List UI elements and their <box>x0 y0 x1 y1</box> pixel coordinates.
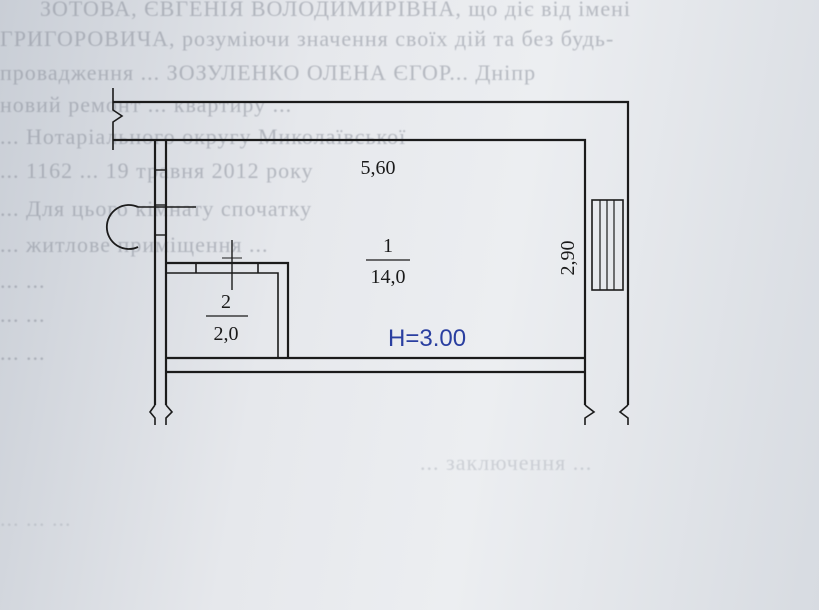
bg-text-line: ... ... <box>0 302 46 327</box>
wall-break-symbol <box>584 404 596 425</box>
room-2-walls <box>166 261 290 358</box>
bg-text-line: новий ремонт ... квартиру ... <box>0 92 293 117</box>
room-2-area: 2,0 <box>214 323 239 345</box>
bg-text-line: ГРИГОРОВИЧА, розуміючи значення своїх ді… <box>0 26 615 51</box>
bg-text-line: ... ... <box>0 340 46 365</box>
bg-text-line: провадження ... ЗОЗУЛЕНКО ОЛЕНА ЄГОР... … <box>0 60 537 85</box>
window-right <box>591 199 624 291</box>
wall-break-symbol <box>148 404 156 425</box>
wall-break-symbol <box>618 404 629 425</box>
room-1-label: 1 14,0 <box>366 235 410 288</box>
room-1-area: 14,0 <box>371 266 406 288</box>
bg-text-line: ... заключення ... <box>420 450 593 475</box>
bg-text-line: ... ... <box>0 268 46 293</box>
wall-break-symbol <box>165 404 174 425</box>
room-2-label: 2 2,0 <box>206 291 248 345</box>
room-1-number: 1 <box>383 235 393 257</box>
top-wall-outer <box>113 100 630 405</box>
room-2-number: 2 <box>221 291 231 313</box>
room-2-door-opening <box>195 240 259 290</box>
bg-text-line: ... ... ... <box>0 506 72 531</box>
room-2-inner-wall <box>166 272 279 358</box>
wall-break-symbol <box>112 88 124 150</box>
door-arc <box>106 204 196 250</box>
dimension-top: 5,60 <box>361 157 396 179</box>
dimension-right: 2,90 <box>557 241 579 276</box>
top-wall-inner <box>113 138 587 405</box>
bg-text-line: ЗОТОВА, ЄВГЕНІЯ ВОЛОДИМИРІВНА, що діє ві… <box>40 0 631 21</box>
height-note: H=3.00 <box>388 325 466 352</box>
bg-text-line: ... Нотаріального округу Миколаївської <box>0 124 407 149</box>
bg-text-line: ... житлове приміщення ... <box>0 232 269 257</box>
